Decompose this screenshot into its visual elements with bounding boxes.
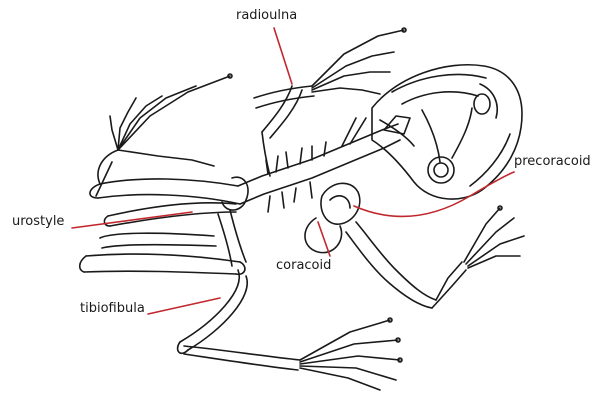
label-urostyle: urostyle bbox=[12, 214, 64, 230]
tibiofibula-leader-line bbox=[148, 298, 220, 314]
label-radioulna: radioulna bbox=[236, 8, 297, 24]
hind-limbs bbox=[80, 210, 402, 390]
label-coracoid: coracoid bbox=[276, 258, 331, 274]
coracoid-leader-line bbox=[318, 222, 330, 256]
pectoral-girdle bbox=[305, 183, 436, 308]
urostyle-leader-line bbox=[72, 212, 192, 228]
left-hind-foot bbox=[96, 74, 232, 196]
label-precoracoid: precoracoid bbox=[514, 154, 591, 170]
label-tibiofibula: tibiofibula bbox=[80, 301, 145, 317]
radioulna-leader-line bbox=[274, 28, 292, 84]
precoracoid-leader-line bbox=[354, 172, 514, 216]
